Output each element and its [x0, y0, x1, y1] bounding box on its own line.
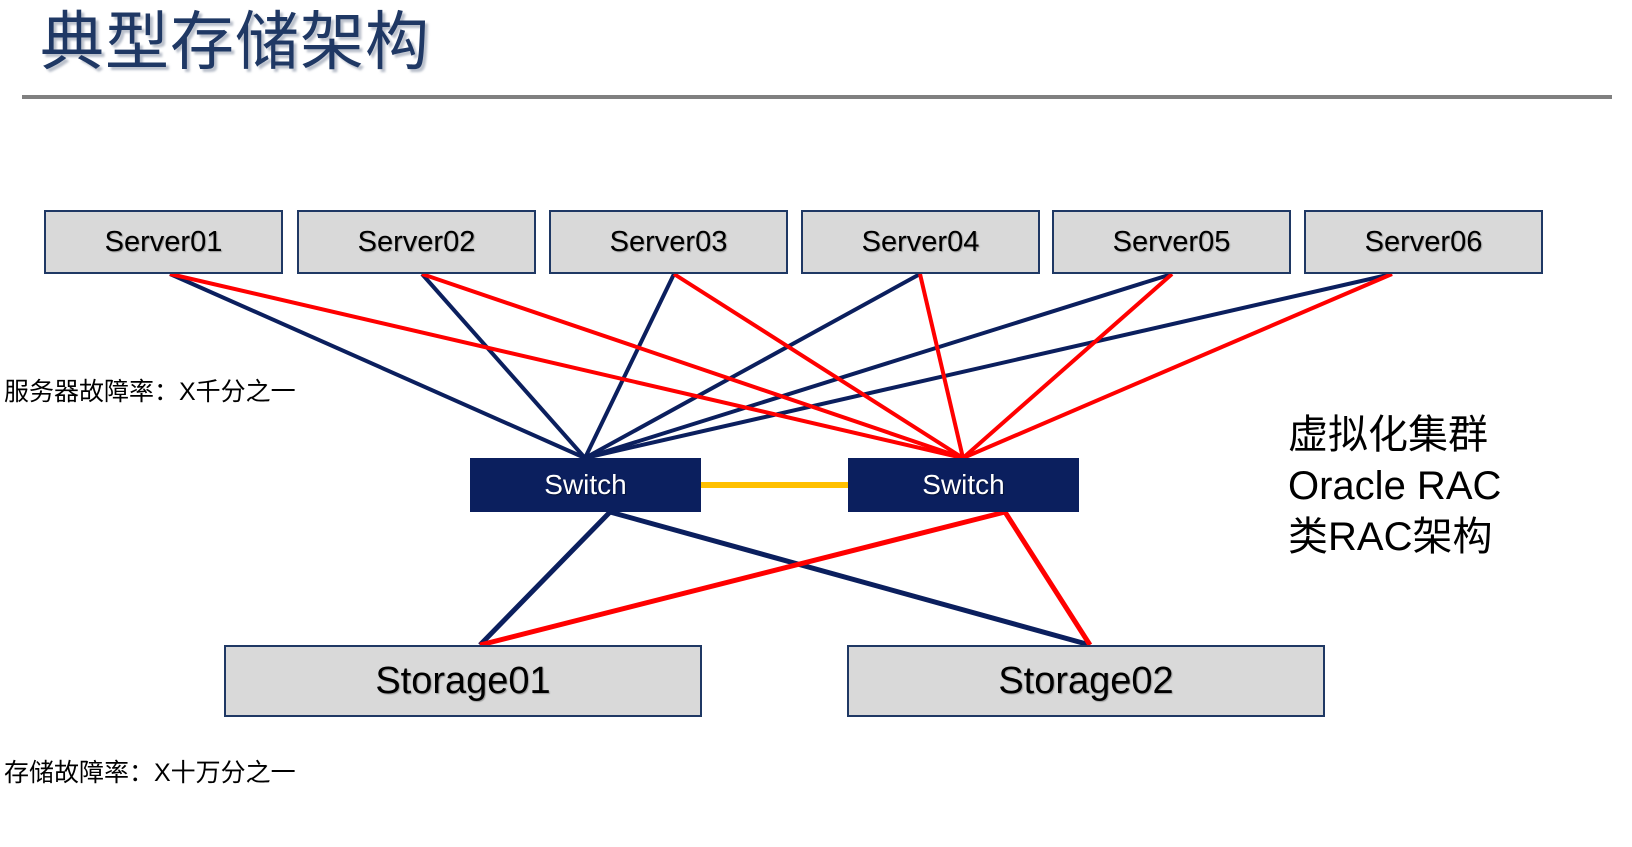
- links-switches-to-storage: [478, 509, 1093, 648]
- server-node-label: Server05: [1112, 225, 1231, 258]
- server-failure-rate-label: 服务器故障率：X千分之一: [4, 378, 296, 406]
- switch-node-2[interactable]: Switch: [848, 458, 1079, 512]
- server-node-2[interactable]: Server02: [297, 210, 536, 274]
- server-node-label: Server03: [609, 225, 728, 258]
- link-switch-a-to-storage02: [609, 509, 1091, 648]
- link-server4-to-switch-a: [584, 272, 921, 460]
- link-switch-b-to-storage01: [479, 509, 1006, 648]
- cluster-note-line-3: 类RAC架构: [1288, 515, 1493, 559]
- link-server6-to-switch-b: [962, 272, 1393, 460]
- link-server3-to-switch-a: [583, 273, 676, 459]
- server-node-label: Server06: [1364, 225, 1483, 258]
- link-switch-b-to-storage02: [1002, 510, 1093, 647]
- link-server1-to-switch-b: [169, 272, 964, 460]
- link-server3-to-switch-b: [672, 272, 965, 460]
- link-switch-a-to-storage01: [478, 510, 612, 647]
- server-node-label: Server02: [357, 225, 476, 258]
- switch-node-label: Switch: [922, 469, 1005, 500]
- cluster-note-line-2: Oracle RAC: [1288, 464, 1502, 508]
- title-divider: [22, 95, 1612, 99]
- server-node-3[interactable]: Server03: [549, 210, 788, 274]
- links-servers-to-switch-b: [169, 272, 1393, 460]
- cluster-note-line-1: 虚拟化集群: [1288, 413, 1488, 457]
- server-node-6[interactable]: Server06: [1304, 210, 1543, 274]
- server-node-label: Server04: [861, 225, 980, 258]
- server-node-1[interactable]: Server01: [44, 210, 283, 274]
- switch-node-1[interactable]: Switch: [470, 458, 701, 512]
- server-node-label: Server01: [104, 225, 223, 258]
- server-node-5[interactable]: Server05: [1052, 210, 1291, 274]
- link-server2-to-switch-b: [421, 272, 964, 460]
- storage-node-label: Storage01: [375, 659, 551, 702]
- server-node-4[interactable]: Server04: [801, 210, 1040, 274]
- page-title: 典型存储架构: [40, 6, 430, 78]
- storage-node-2[interactable]: Storage02: [847, 645, 1325, 717]
- switch-node-label: Switch: [544, 469, 627, 500]
- storage-node-1[interactable]: Storage01: [224, 645, 702, 717]
- link-server6-to-switch-a: [584, 272, 1393, 460]
- cluster-note: 虚拟化集群 Oracle RAC 类RAC架构: [1288, 410, 1501, 563]
- link-server5-to-switch-a: [584, 272, 1173, 460]
- storage-failure-rate-label: 存储故障率：X十万分之一: [4, 759, 296, 787]
- link-server1-to-switch-a: [169, 272, 586, 460]
- storage-node-label: Storage02: [998, 659, 1174, 702]
- link-server4-to-switch-b: [918, 273, 965, 459]
- link-server2-to-switch-a: [420, 272, 587, 460]
- link-server5-to-switch-b: [961, 272, 1174, 460]
- links-servers-to-switch-a: [169, 272, 1393, 460]
